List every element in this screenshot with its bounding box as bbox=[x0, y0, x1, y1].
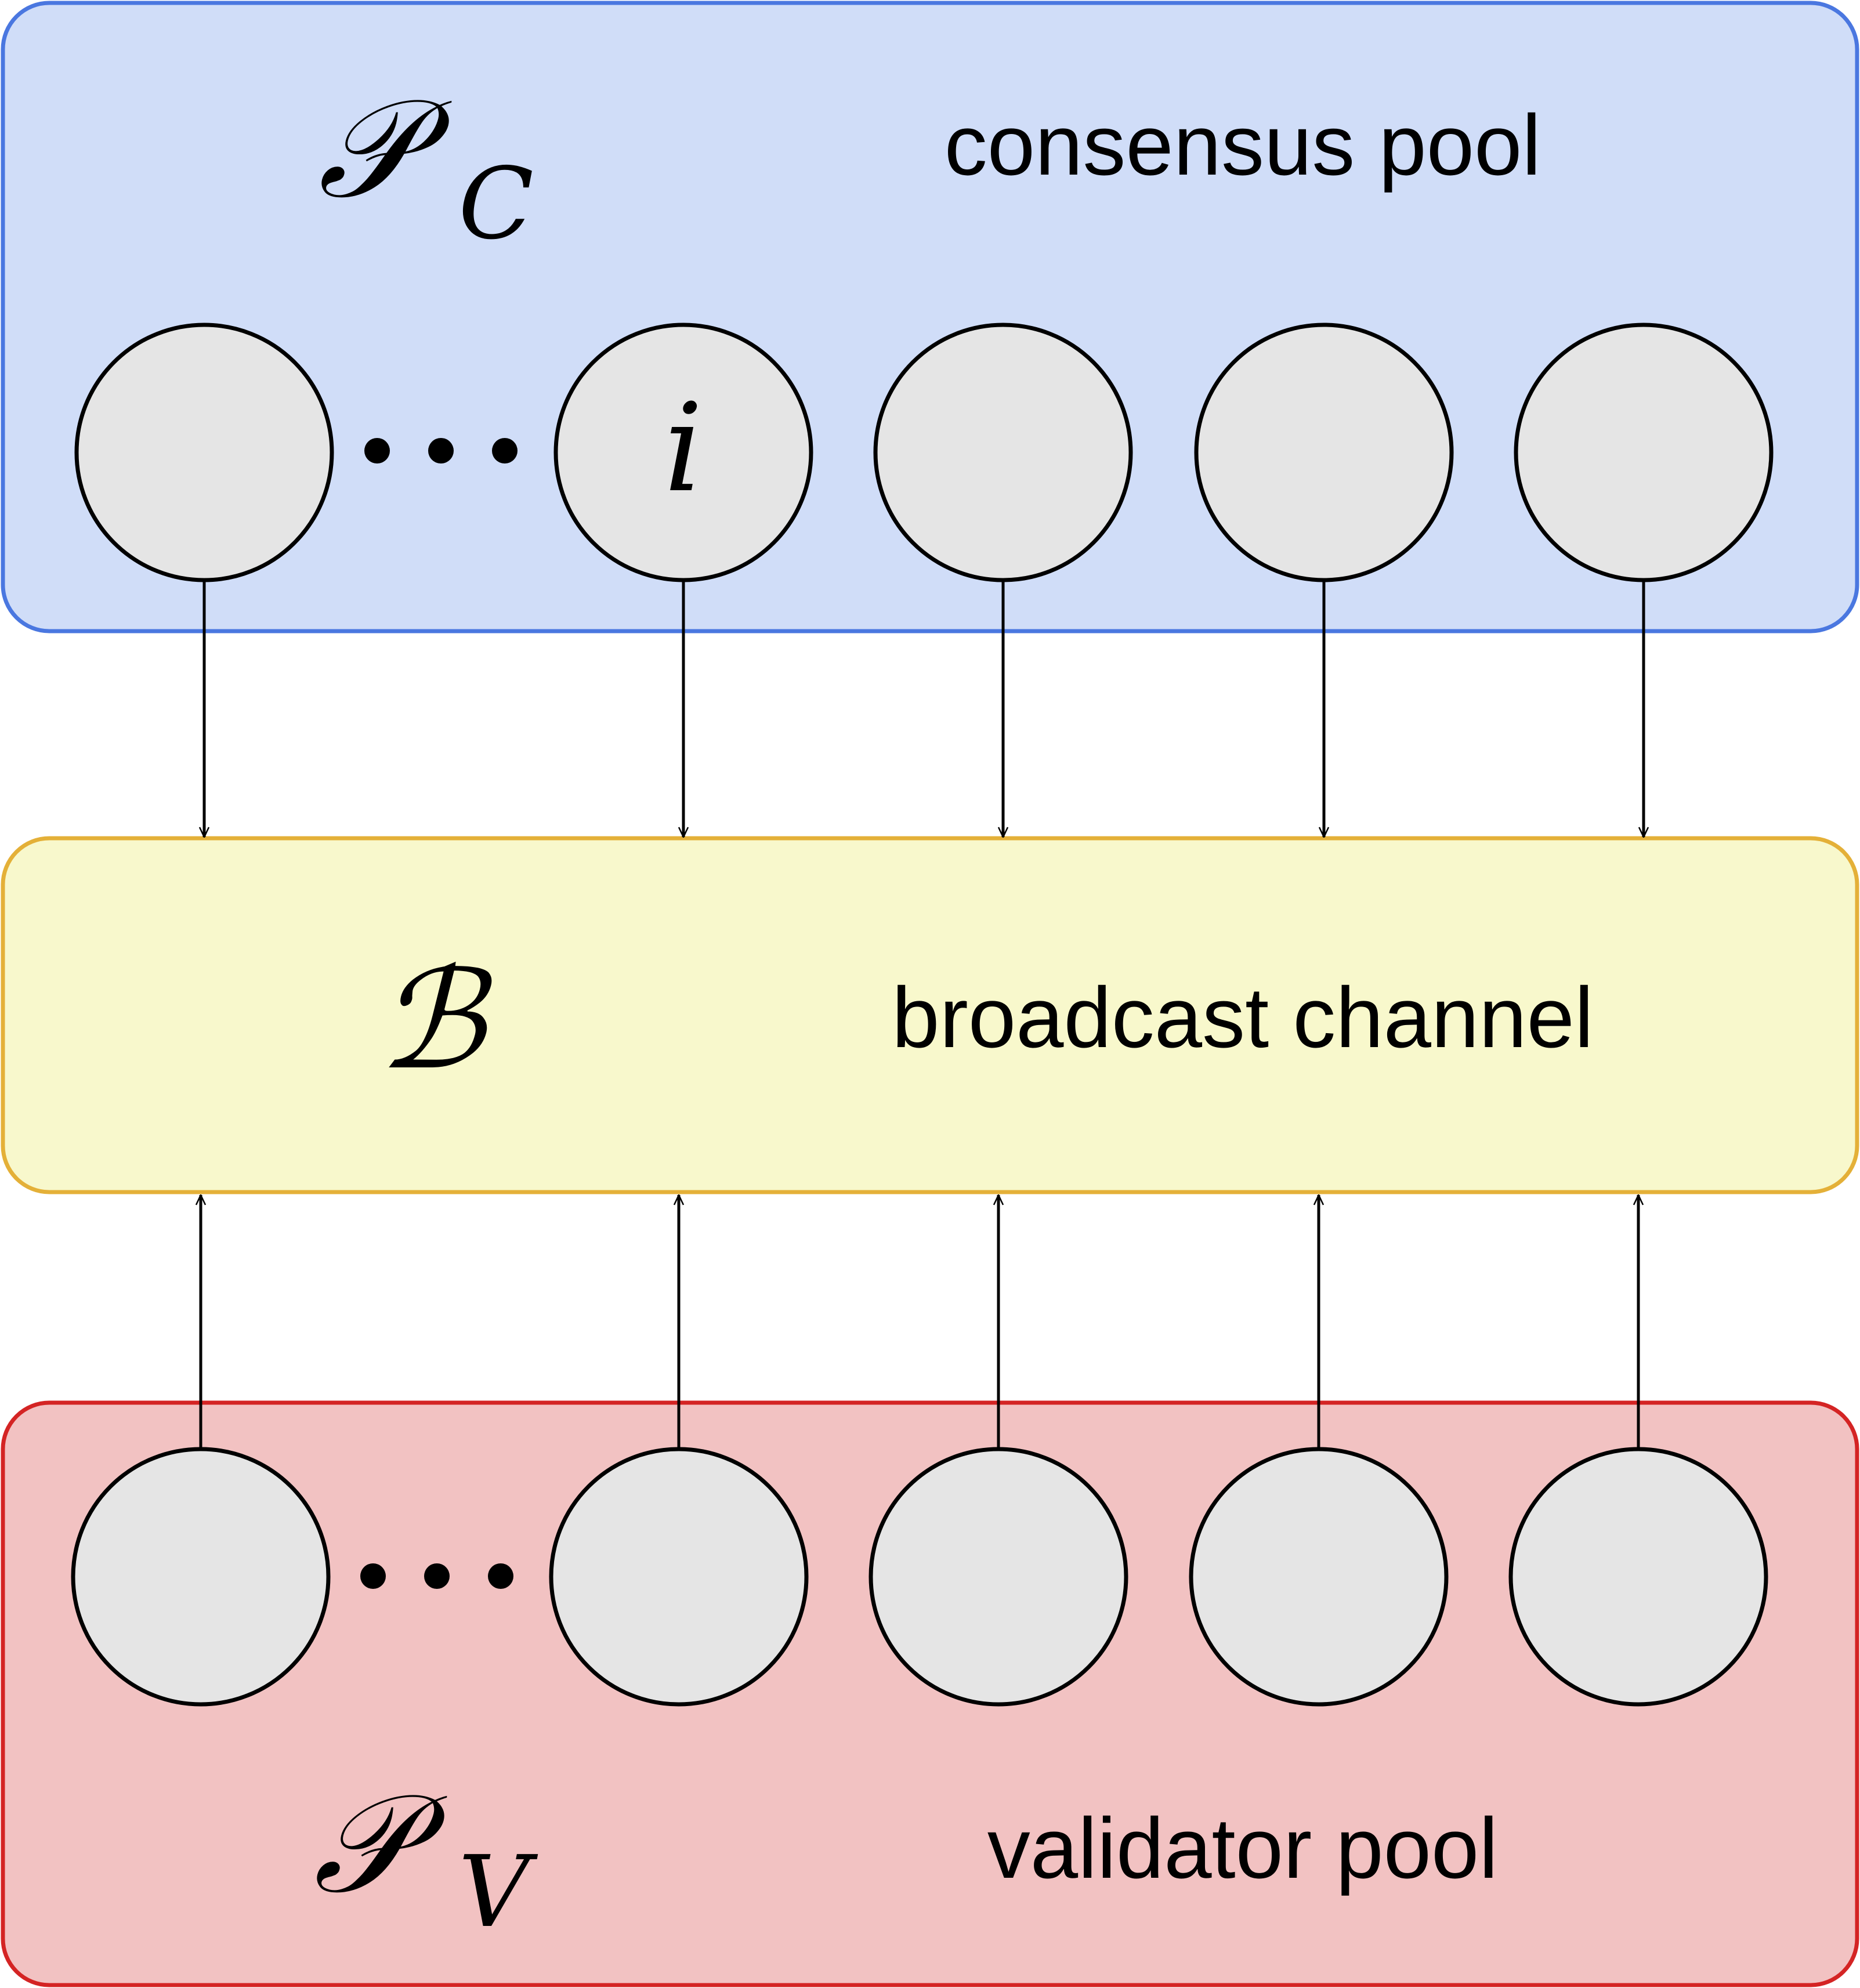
consensus-ellipsis-dot-2 bbox=[428, 438, 454, 463]
consensus-node-4 bbox=[1194, 323, 1454, 582]
validator-node-2 bbox=[549, 1447, 809, 1707]
consensus-node-3 bbox=[873, 323, 1133, 582]
validator-pool-label: validator pool bbox=[987, 1801, 1498, 1896]
consensus-nodes: i bbox=[74, 323, 1774, 582]
consensus-node-1 bbox=[74, 323, 334, 582]
broadcast-channel-symbol: ℬ bbox=[377, 940, 493, 1100]
validator-node-4 bbox=[1189, 1447, 1449, 1707]
validator-pool-subscript: V bbox=[458, 1835, 538, 1950]
validator-ellipsis-dot-2 bbox=[424, 1563, 450, 1589]
broadcast-channel-box bbox=[1, 836, 1859, 1194]
validator-node-3 bbox=[869, 1447, 1128, 1707]
consensus-node-2 bbox=[553, 323, 813, 582]
consensus-ellipsis-dot-1 bbox=[364, 438, 390, 463]
consensus-node-2-label: i bbox=[664, 377, 703, 519]
validator-ellipsis-dot-3 bbox=[488, 1563, 513, 1589]
validator-ellipsis bbox=[360, 1563, 513, 1589]
consensus-pool-label: consensus pool bbox=[945, 97, 1541, 193]
validator-node-5 bbox=[1508, 1447, 1768, 1707]
arrows-group bbox=[201, 580, 1644, 1449]
consensus-pool-subscript: C bbox=[458, 147, 534, 262]
validator-nodes bbox=[71, 1447, 1768, 1707]
broadcast-channel-label: broadcast channel bbox=[892, 970, 1594, 1066]
validator-ellipsis-dot-1 bbox=[360, 1563, 386, 1589]
validator-node-1 bbox=[71, 1447, 331, 1707]
consensus-ellipsis bbox=[364, 438, 518, 463]
consensus-node-5 bbox=[1514, 323, 1774, 582]
consensus-ellipsis-dot-3 bbox=[492, 438, 518, 463]
